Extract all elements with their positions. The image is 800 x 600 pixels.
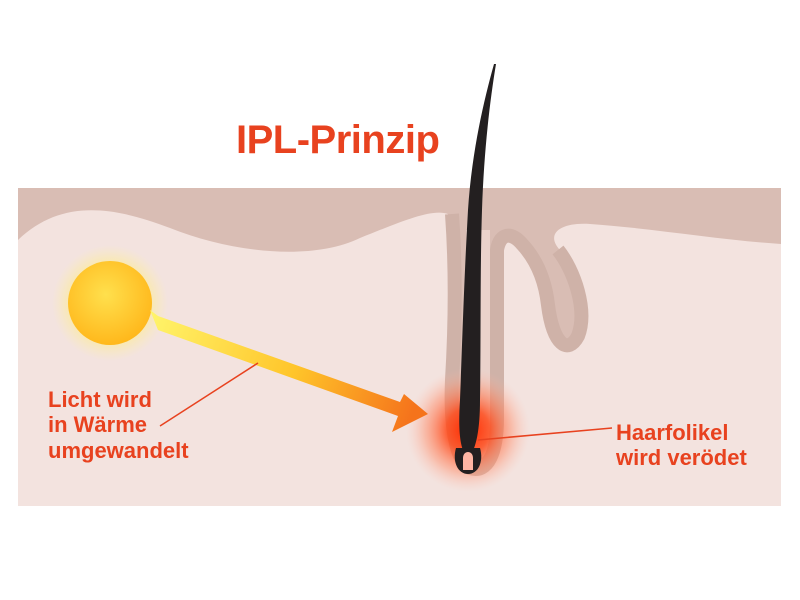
light-beam-arrow [150,310,428,432]
follicle-destruction-label: Haarfolikel wird verödet [616,420,747,471]
light-label-leader [159,362,259,427]
skin-dermis-layer [18,210,781,506]
light-conversion-label: Licht wird in Wärme umgewandelt [48,387,189,463]
diagram-title: IPL-Prinzip [236,118,440,162]
sun-icon [68,261,152,345]
hair-papilla [463,452,473,470]
hair-strand [459,64,496,456]
follicle-label-leader [477,427,613,441]
